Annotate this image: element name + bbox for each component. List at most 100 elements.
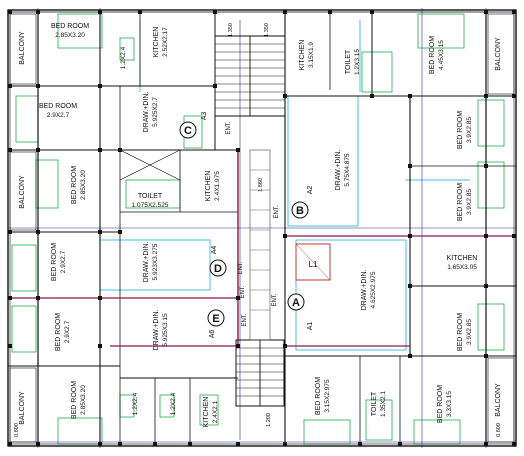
column [358,442,362,446]
room-name: BED ROOM [437,385,444,423]
room-draw-bl: DRAW.+DIN.5.925X3.15 [153,310,169,351]
room-draw-l: DRAW.+DIN.5.923X3.275 [143,242,159,283]
room-dimension: 1.075X2.525 [132,202,169,209]
room-name: BED ROOM [457,183,464,221]
column [328,10,332,14]
room-name: BED ROOM [51,243,58,281]
duct-cross [119,149,181,181]
room-wc-bl-2: 1.2X2.4 [170,392,177,415]
column [484,164,488,168]
unit-tag: A4 [211,246,218,255]
column [236,344,240,348]
column [8,148,12,152]
column [236,148,240,152]
column [98,442,102,446]
room-dimension: 2.85X3.20 [80,170,87,200]
column [98,230,102,234]
room-name: DRAW.+DIN. [143,242,150,283]
column [283,10,287,14]
column [118,148,122,152]
column [36,230,40,234]
column [512,442,516,446]
room-dimension: 2.9X2.7 [64,320,71,343]
column [98,148,102,152]
room-dimension: 2.85X3.20 [55,32,85,39]
room-dimension: 2.4X1.975 [214,171,221,201]
entry-label: ENT. [238,261,244,274]
column [98,10,102,14]
room-dimension: 1.2X3.15 [354,49,361,75]
room-dimension: 1.65X3.05 [447,264,477,271]
dimension-label: 0.600 [496,423,502,437]
unit-marker-circle [207,309,225,327]
column [512,94,516,98]
column [484,234,488,238]
room-dimension: 3.9X2.85 [466,117,473,143]
column [8,442,12,446]
column [8,344,12,348]
room-dimension: 3.9X2.85 [466,319,473,345]
column [370,10,374,14]
room-dimension: 1.2X2.4 [170,392,177,415]
column [408,164,412,168]
stair-top [215,36,285,116]
room-name: BED ROOM [429,36,436,74]
unit-marker-circle [287,293,305,311]
room-name: DRAW.+DIN. [335,150,342,191]
room-name: DRAW.+DIN. [361,270,368,311]
balcony-rails [9,13,515,443]
unit-tag: A3 [201,112,208,121]
unit-marker: D [214,263,222,275]
room-name: BED ROOM [71,166,78,204]
unit-tag: A1 [307,322,314,331]
room-name: KITCHEN [447,255,478,262]
room-dimension: 3.15X1.9 [308,42,315,68]
unit-marker-circle [179,121,197,139]
room-dimension: 2.9X2.7 [60,250,67,273]
column [512,234,516,238]
room-dimension: 5.925X2.7 [152,97,159,127]
room-dimension: 3.9X2.85 [466,189,473,215]
entry-label: ENT. [274,205,280,218]
room-wc-bl-1: 1.2X2.4 [132,392,139,415]
column [283,344,287,348]
column [98,296,102,300]
room-dimension: 1.2X2.4 [120,46,127,69]
unit-tag: A2 [307,186,314,195]
room-dimension: 3.15X2.975 [324,379,331,413]
column [36,84,40,88]
column [36,296,40,300]
column [283,442,287,446]
room-name: DRAW.+DIN. [143,92,150,133]
room-draw-br: DRAW.+DIN.4.625X2.975 [361,270,377,311]
room-name: BED ROOM [457,313,464,351]
room-dimension: 2.9X2.7 [47,112,70,119]
room-kitchen-r: KITCHEN 1.65X3.05 [447,255,478,271]
unit-marker: C [184,125,192,137]
balcony-label: BALCONY [495,37,502,71]
room-name: BED ROOM [51,23,89,30]
unit-marker-circle [291,201,309,219]
unit-marker: B [296,205,304,217]
room-name: KITCHEN [299,40,306,71]
column [236,442,240,446]
unit-marker: E [212,313,219,325]
column [398,442,402,446]
room-name: BED ROOM [457,111,464,149]
room-draw-r: DRAW.+DIN.5.75X4.875 [335,150,351,191]
unit-boundaries [8,150,516,347]
column [408,234,412,238]
corridor-ramp [249,149,271,341]
column [8,10,12,14]
room-name: BED ROOM [71,381,78,419]
